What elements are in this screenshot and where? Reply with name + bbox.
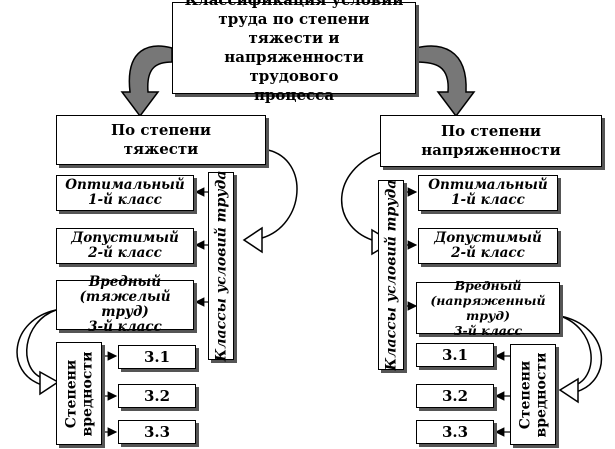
right-vertical-label: Классы условий труда bbox=[378, 180, 404, 370]
left-header-line-1: По степени bbox=[111, 121, 211, 139]
right-degrees-box: Степени вредности bbox=[510, 344, 556, 445]
right-class3-line-3: 3-й класс bbox=[453, 323, 523, 338]
right-class-harmful: Вредный (напряженный труд) 3-й класс bbox=[416, 278, 560, 338]
left-sub-3-3: 3.3 bbox=[118, 420, 196, 444]
left-degrees-text: Степени вредности bbox=[63, 351, 95, 436]
right-degrees-text: Степени вредности bbox=[517, 352, 549, 437]
left-sub-3-2: 3.2 bbox=[118, 384, 196, 408]
left-degree-connectors bbox=[102, 351, 118, 437]
right-class-optimal: Оптимальный 1-й класс bbox=[418, 175, 558, 211]
diagram-title: Классификация условий труда по степени т… bbox=[172, 0, 416, 104]
right-class3-line-1: Вредный bbox=[454, 278, 522, 293]
title-line-3: напряженности трудового bbox=[224, 48, 364, 85]
left-class3-line-3: 3-й класс bbox=[88, 319, 162, 335]
left-degrees-line-1: Степени bbox=[63, 359, 79, 428]
right-degree-connectors bbox=[494, 351, 510, 437]
left-class-harmful: Вредный (тяжелый труд) 3-й класс bbox=[56, 275, 194, 335]
curved-arrow-left-degrees bbox=[16, 309, 60, 396]
big-arrow-left bbox=[120, 45, 173, 118]
left-class2-line-2: 2-й класс bbox=[88, 245, 162, 261]
left-degrees-box: Степени вредности bbox=[56, 342, 102, 445]
right-class-acceptable: Допустимый 2-й класс bbox=[418, 228, 558, 264]
right-header-line-1: По степени bbox=[440, 122, 541, 140]
left-vertical-label: Классы условий труда bbox=[208, 170, 234, 362]
right-class1-line-2: 1-й класс bbox=[451, 192, 525, 208]
right-sub-3-3: 3.3 bbox=[416, 420, 494, 444]
left-class-connectors bbox=[194, 187, 208, 307]
right-sub-3-1: 3.1 bbox=[416, 343, 494, 367]
left-header-line-2: тяжести bbox=[123, 140, 199, 158]
right-class3-line-2: (напряженный труд) bbox=[430, 293, 546, 323]
right-class1-line-1: Оптимальный bbox=[428, 177, 548, 193]
left-class1-line-1: Оптимальный bbox=[65, 177, 185, 193]
title-line-4: процесса bbox=[253, 86, 335, 104]
left-class3-line-1: Вредный bbox=[88, 274, 162, 290]
left-class1-line-2: 1-й класс bbox=[88, 192, 162, 208]
right-class-connectors bbox=[404, 187, 418, 311]
left-vertical-label-text: Классы условий труда bbox=[213, 170, 230, 362]
title-line-1: Классификация условий bbox=[184, 0, 404, 9]
right-class2-line-2: 2-й класс bbox=[451, 245, 525, 261]
left-class2-line-1: Допустимый bbox=[71, 230, 179, 246]
right-class2-line-1: Допустимый bbox=[434, 230, 542, 246]
left-degrees-line-2: вредности bbox=[79, 351, 95, 436]
title-line-2: труда по степени тяжести и bbox=[218, 10, 370, 47]
left-header-severity: По степени тяжести bbox=[56, 115, 266, 165]
left-class3-line-2: (тяжелый труд) bbox=[79, 289, 171, 320]
right-sub-3-2: 3.2 bbox=[416, 384, 494, 408]
right-vertical-label-text: Классы условий труда bbox=[383, 179, 400, 371]
left-class-optimal: Оптимальный 1-й класс bbox=[56, 175, 194, 211]
right-degrees-line-1: Степени bbox=[517, 360, 533, 429]
left-sub-3-1: 3.1 bbox=[118, 345, 196, 369]
left-class-acceptable: Допустимый 2-й класс bbox=[56, 228, 194, 264]
big-arrow-right bbox=[415, 45, 476, 118]
curved-arrow-right-degrees bbox=[558, 315, 603, 404]
right-header-line-2: напряженности bbox=[421, 141, 561, 159]
curved-arrow-left-header bbox=[242, 149, 298, 254]
right-degrees-line-2: вредности bbox=[533, 352, 549, 437]
right-header-intensity: По степени напряженности bbox=[380, 115, 602, 167]
